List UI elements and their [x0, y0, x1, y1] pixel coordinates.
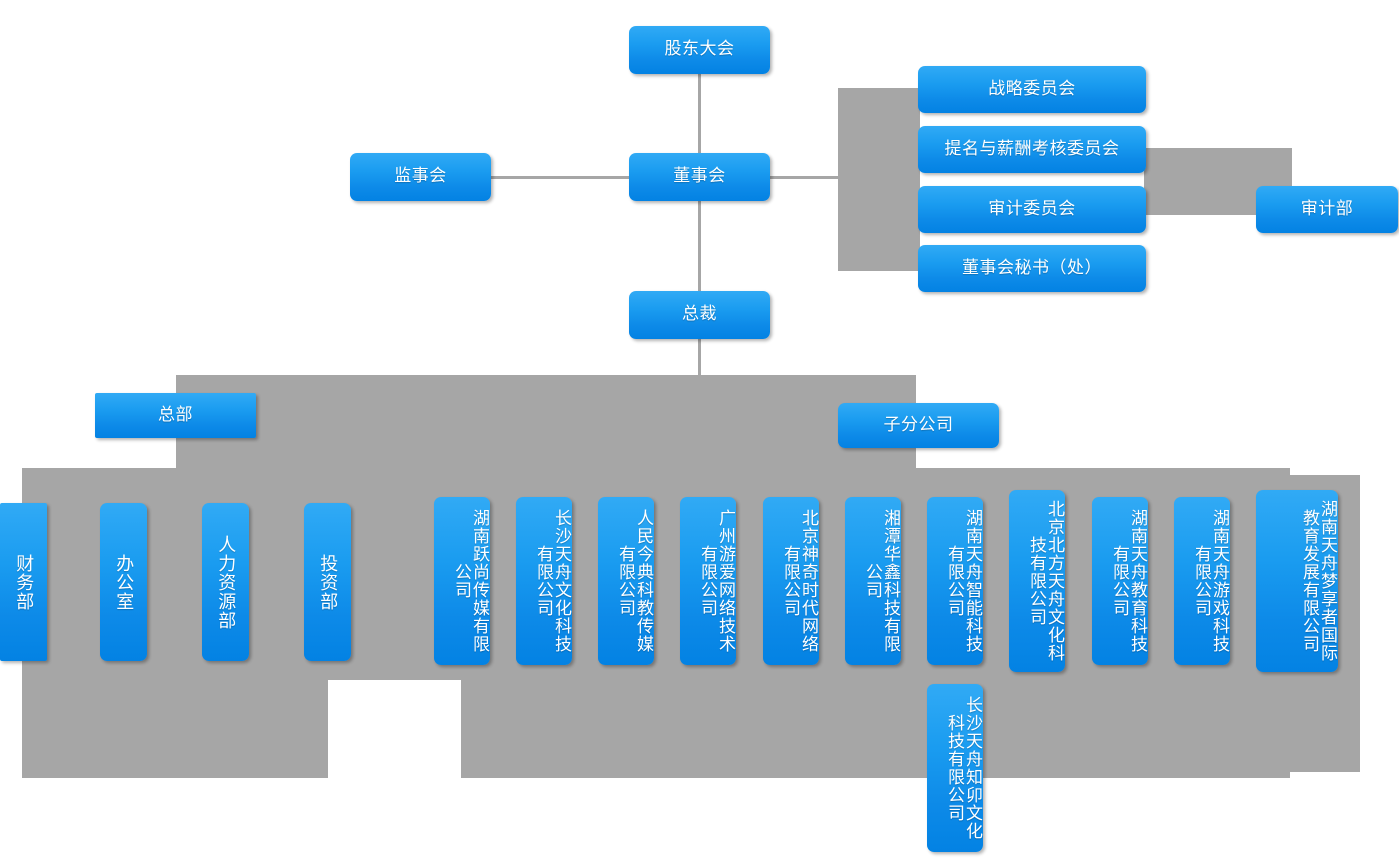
node-shareholders-meeting[interactable]: 股东大会	[629, 26, 770, 74]
node-dept-office[interactable]: 办公室	[100, 503, 147, 661]
node-subsidiary-xiangtan-huaxin[interactable]: 湘潭华鑫科技有限公司	[845, 497, 901, 665]
line-president-to-division-band	[698, 338, 701, 378]
node-president[interactable]: 总裁	[629, 291, 770, 339]
node-committee-audit[interactable]: 审计委员会	[918, 186, 1146, 233]
node-dept-investment[interactable]: 投资部	[304, 503, 351, 661]
node-audit-department[interactable]: 审计部	[1256, 186, 1398, 233]
line-board-to-president	[698, 200, 701, 292]
node-board-of-directors[interactable]: 董事会	[629, 153, 770, 201]
node-board-secretary-office[interactable]: 董事会秘书（处）	[918, 245, 1146, 292]
node-subsidiary-hunan-tianzhou-mengxiangzhe[interactable]: 湖南天舟梦享者国际教育发展有限公司	[1256, 490, 1338, 672]
line-supervisors-to-board	[491, 176, 631, 179]
node-subsidiary-beijing-beifang-tianzhou[interactable]: 北京北方天舟文化科技有限公司	[1009, 490, 1065, 672]
division-band-upper	[176, 375, 916, 468]
node-committee-strategy[interactable]: 战略委员会	[918, 66, 1146, 113]
node-subsidiary-hunan-tianzhou-games[interactable]: 湖南天舟游戏科技有限公司	[1174, 497, 1230, 665]
node-group-headquarters[interactable]: 总部	[95, 393, 256, 438]
node-group-subsidiaries[interactable]: 子分公司	[838, 403, 999, 448]
line-board-to-committees	[769, 176, 841, 179]
node-subsidiary-changsha-tianzhou-zhimao[interactable]: 长沙天舟知卯文化科技有限公司	[927, 684, 983, 852]
node-subsidiary-beijing-shenqi-shidai[interactable]: 北京神奇时代网络有限公司	[763, 497, 819, 665]
node-subsidiary-yueshang-media[interactable]: 湖南跃尚传媒有限公司	[434, 497, 490, 665]
band-notch-cutout	[328, 680, 461, 780]
node-subsidiary-hunan-tianzhou-education[interactable]: 湖南天舟教育科技有限公司	[1092, 497, 1148, 665]
node-committee-nomination-compensation[interactable]: 提名与薪酬考核委员会	[918, 126, 1146, 173]
node-subsidiary-guangzhou-youai[interactable]: 广州游爱网络技术有限公司	[680, 497, 736, 665]
node-subsidiary-renmin-jindian[interactable]: 人民今典科教传媒有限公司	[598, 497, 654, 665]
node-subsidiary-changsha-tianzhou-culture[interactable]: 长沙天舟文化科技有限公司	[516, 497, 572, 665]
line-shareholders-to-board	[698, 74, 701, 154]
committee-bracket-connector	[838, 88, 920, 271]
node-subsidiary-hunan-tianzhou-intelligence[interactable]: 湖南天舟智能科技有限公司	[927, 497, 983, 665]
node-dept-finance[interactable]: 财务部	[0, 503, 47, 661]
node-dept-human-resources[interactable]: 人力资源部	[202, 503, 249, 661]
node-board-of-supervisors[interactable]: 监事会	[350, 153, 491, 201]
